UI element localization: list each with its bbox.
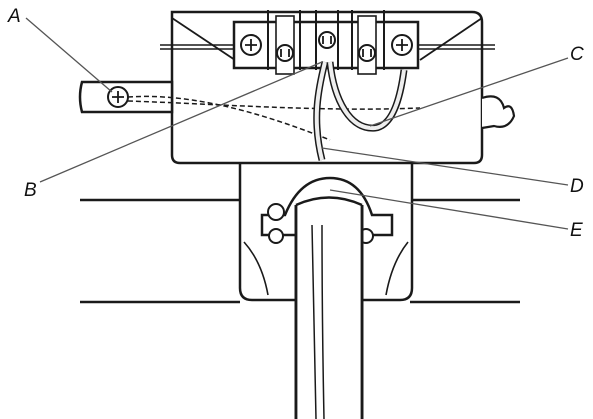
ground-wire-dashed-2 [127, 100, 421, 110]
housing-shading-right [385, 241, 409, 296]
leader-a [25, 17, 113, 93]
terminal-screw-icon [276, 44, 294, 62]
hot-wire-core [328, 61, 406, 131]
ground-screw-slot [112, 91, 124, 103]
ground-wire-dashed [127, 95, 331, 141]
leader-b [39, 61, 323, 183]
cover-fold-right [419, 17, 483, 61]
external-wires [160, 44, 495, 50]
mounting-surface-lines [80, 198, 520, 304]
clamp-screw-icon [268, 228, 284, 244]
leader-d [321, 147, 569, 186]
callout-d: D [570, 176, 584, 197]
cord-top-edge [295, 196, 363, 207]
neutral-wire-core [314, 61, 327, 161]
callout-a: A [7, 6, 21, 27]
callout-leaders [25, 17, 569, 230]
power-cord-body [297, 205, 361, 419]
cover-fold-left [171, 17, 236, 61]
housing-shading-left [243, 241, 269, 296]
power-cord-outline [294, 205, 364, 419]
terminal-screw-icon [318, 31, 336, 49]
leader-c [369, 57, 569, 127]
terminal-screw-slots [245, 36, 408, 57]
clamp-screw-icon [267, 203, 285, 221]
callout-e: E [570, 220, 583, 241]
callout-b: B [24, 180, 37, 201]
power-cord-shading [311, 224, 325, 419]
terminal-screw-icon [358, 44, 376, 62]
terminal-dividers [267, 10, 385, 70]
cover-side-notch [481, 95, 516, 130]
callout-c: C [570, 44, 584, 65]
leader-e [329, 189, 569, 230]
